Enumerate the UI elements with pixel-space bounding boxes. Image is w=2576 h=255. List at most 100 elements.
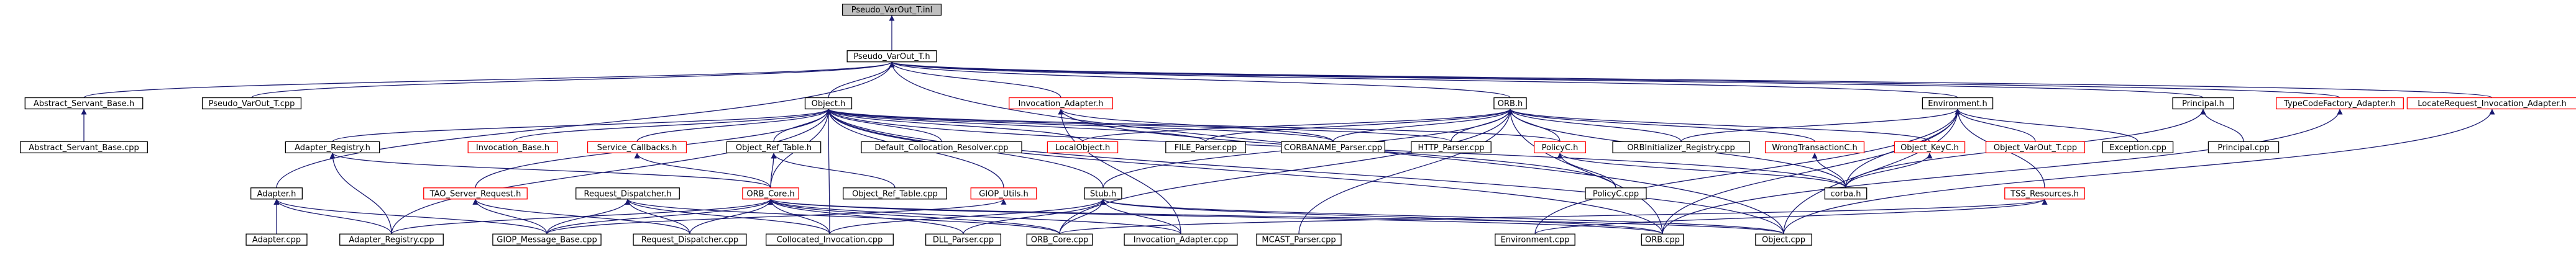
node-abstract-servant-base-cpp[interactable]: Abstract_Servant_Base.cpp bbox=[20, 141, 148, 154]
node-collocated-invocation-cpp[interactable]: Collocated_Invocation.cpp bbox=[766, 233, 894, 246]
node-object-ref-table-cpp[interactable]: Object_Ref_Table.cpp bbox=[843, 187, 947, 200]
node-request-dispatcher-h[interactable]: Request_Dispatcher.h bbox=[575, 187, 680, 200]
edge-orb_core_h-to-adapter_registry_h bbox=[329, 152, 771, 189]
node-invocation-adapter-h[interactable]: Invocation_Adapter.h bbox=[1009, 97, 1113, 110]
node-label: Object_VarOut_T.cpp bbox=[1994, 143, 2077, 153]
node-object-cpp[interactable]: Object.cpp bbox=[1755, 233, 1812, 246]
edge-corbaname_parser_cpp-to-object_h bbox=[825, 108, 1334, 142]
node-typecodefactory-adapter-h[interactable]: TypeCodeFactory_Adapter.h bbox=[2276, 97, 2404, 110]
node-locaterequest-invocation-adapter-h[interactable]: LocateRequest_Invocation_Adapter.h bbox=[2406, 97, 2576, 110]
node-adapter-registry-cpp[interactable]: Adapter_Registry.cpp bbox=[339, 233, 444, 246]
edge-principal_h-to-vot_h bbox=[889, 61, 2204, 99]
node-box bbox=[861, 141, 1022, 154]
node-label: Abstract_Servant_Base.h bbox=[34, 99, 134, 109]
node-adapter-h[interactable]: Adapter.h bbox=[250, 187, 303, 200]
node-orb-h[interactable]: ORB.h bbox=[1493, 97, 1527, 110]
node-abstract-servant-base-h[interactable]: Abstract_Servant_Base.h bbox=[24, 97, 144, 110]
node-label: Adapter_Registry.cpp bbox=[349, 236, 434, 245]
node-object-ref-table-h[interactable]: Object_Ref_Table.h bbox=[726, 141, 822, 154]
edge-file_parser_cpp-to-orb_h bbox=[1205, 108, 1513, 142]
node-box bbox=[1493, 97, 1527, 110]
node-http-parser-cpp[interactable]: HTTP_Parser.cpp bbox=[1411, 141, 1492, 154]
node-principal-cpp[interactable]: Principal.cpp bbox=[2207, 141, 2280, 154]
node-box bbox=[467, 141, 558, 154]
node-policyc-cpp[interactable]: PolicyC.cpp bbox=[1585, 187, 1647, 200]
node-box bbox=[766, 233, 894, 246]
node-localobject-h[interactable]: LocalObject.h bbox=[1047, 141, 1119, 154]
node-label: TAO_Server_Request.h bbox=[429, 189, 521, 199]
node-orb-core-h[interactable]: ORB_Core.h bbox=[742, 187, 799, 200]
edge-collocated_invocation_cpp-to-object_h bbox=[825, 109, 832, 235]
edge-adapter_registry_cpp-to-adapter_registry_h bbox=[329, 153, 392, 235]
node-invocation-base-h[interactable]: Invocation_Base.h bbox=[467, 141, 558, 154]
edge-adapter_registry_cpp-to-object_h bbox=[391, 109, 832, 235]
node-environment-cpp[interactable]: Environment.cpp bbox=[1495, 233, 1575, 246]
node-tao-server-request-h[interactable]: TAO_Server_Request.h bbox=[423, 187, 528, 200]
node-box bbox=[1411, 141, 1492, 154]
edge-object_cpp-to-lri_adapter_h bbox=[1783, 109, 2495, 235]
node-box bbox=[1165, 141, 1246, 154]
node-label: Request_Dispatcher.h bbox=[584, 189, 672, 199]
node-box bbox=[1641, 233, 1684, 246]
node-box bbox=[1585, 187, 1647, 200]
node-pseudo-varout-t-cpp[interactable]: Pseudo_VarOut_T.cpp bbox=[201, 97, 302, 110]
node-label: PolicyC.h bbox=[1542, 143, 1579, 153]
node-service-callbacks-h[interactable]: Service_Callbacks.h bbox=[587, 141, 687, 154]
node-dll-parser-cpp[interactable]: DLL_Parser.cpp bbox=[925, 233, 1002, 246]
node-label: GIOP_Message_Base.cpp bbox=[497, 236, 597, 245]
node-tss-resources-h[interactable]: TSS_Resources.h bbox=[2004, 187, 2085, 200]
node-invocation-adapter-cpp[interactable]: Invocation_Adapter.cpp bbox=[1124, 233, 1238, 246]
node-object-keyc-h[interactable]: Object_KeyC.h bbox=[1894, 141, 1966, 154]
node-label: Environment.h bbox=[1928, 99, 1987, 109]
node-corba-h[interactable]: corba.h bbox=[1824, 187, 1868, 200]
node-orb-core-cpp[interactable]: ORB_Core.cpp bbox=[1026, 233, 1093, 246]
node-giop-message-base-cpp[interactable]: GIOP_Message_Base.cpp bbox=[492, 233, 602, 246]
edge-invocation_adapter_cpp-to-stub_h bbox=[1100, 199, 1181, 235]
node-adapter-cpp[interactable]: Adapter.cpp bbox=[245, 233, 308, 246]
node-object-varout-t-cpp[interactable]: Object_VarOut_T.cpp bbox=[1985, 141, 2086, 154]
edge-orb_core_cpp-to-request_dispatcher_h bbox=[625, 199, 1060, 235]
edge-tcf_adapter_h-to-vot_h bbox=[889, 61, 2340, 99]
node-label: Object.h bbox=[812, 99, 846, 109]
edge-lri_adapter_h-to-vot_h bbox=[889, 61, 2493, 99]
node-label: ORB.h bbox=[1498, 99, 1523, 109]
edge-environment_cpp-to-tss_resources_h bbox=[1534, 199, 2048, 235]
edge-wrongtransactionc_h-to-orb_h bbox=[1507, 108, 1815, 142]
node-label: Object_Ref_Table.h bbox=[736, 143, 812, 153]
node-adapter-registry-h[interactable]: Adapter_Registry.h bbox=[285, 141, 380, 154]
edge-orb_cpp-to-stub_h bbox=[1100, 199, 1663, 235]
edge-object_ref_table_cpp-to-object_ref_table_h bbox=[771, 153, 896, 188]
node-environment-h[interactable]: Environment.h bbox=[1922, 97, 1994, 110]
node-request-dispatcher-cpp[interactable]: Request_Dispatcher.cpp bbox=[633, 233, 747, 246]
node-default-collocation-resolver-cpp[interactable]: Default_Collocation_Resolver.cpp bbox=[861, 141, 1022, 154]
edge-giop_message_base_cpp-to-orb_core_h bbox=[546, 199, 774, 235]
node-label: Exception.cpp bbox=[2109, 143, 2166, 153]
edge-object_cpp-to-object_h bbox=[825, 109, 1784, 235]
node-exception-cpp[interactable]: Exception.cpp bbox=[2102, 141, 2174, 154]
node-label: TSS_Resources.h bbox=[2010, 189, 2079, 199]
edge-object_cpp-to-stub_h bbox=[1100, 199, 1784, 235]
node-label: Object_Ref_Table.cpp bbox=[852, 189, 938, 199]
node-pseudo-varout-t-h[interactable]: Pseudo_VarOut_T.h bbox=[846, 50, 937, 63]
edge-object_cpp-to-orb_core_h bbox=[768, 199, 1784, 235]
node-object-h[interactable]: Object.h bbox=[804, 97, 853, 110]
node-label: Collocated_Invocation.cpp bbox=[777, 236, 883, 245]
node-box bbox=[841, 3, 942, 16]
node-box bbox=[1495, 233, 1575, 246]
edge-orb_cpp-to-tcf_adapter_h bbox=[1662, 109, 2343, 235]
edge-default_collocation_cpp-to-object_h bbox=[825, 109, 942, 142]
edge-exception_cpp-to-environment_h bbox=[1955, 109, 2138, 142]
node-box bbox=[201, 97, 302, 110]
node-orbinitializer-registry-cpp[interactable]: ORBInitializer_Registry.cpp bbox=[1612, 141, 1750, 154]
node-stub-h[interactable]: Stub.h bbox=[1084, 187, 1122, 200]
node-wrongtransactionc-h[interactable]: WrongTransactionC.h bbox=[1764, 141, 1865, 154]
node-box bbox=[1824, 187, 1868, 200]
node-policyc-h[interactable]: PolicyC.h bbox=[1534, 141, 1586, 154]
node-corbaname-parser-cpp[interactable]: CORBANAME_Parser.cpp bbox=[1281, 141, 1385, 154]
node-giop-utils-h[interactable]: GIOP_Utils.h bbox=[970, 187, 1037, 200]
node-label: MCAST_Parser.cpp bbox=[1262, 236, 1336, 245]
node-orb-cpp[interactable]: ORB.cpp bbox=[1641, 233, 1684, 246]
node-principal-h[interactable]: Principal.h bbox=[2172, 97, 2234, 110]
node-mcast-parser-cpp[interactable]: MCAST_Parser.cpp bbox=[1256, 233, 1342, 246]
node-file-parser-cpp[interactable]: FILE_Parser.cpp bbox=[1165, 141, 1246, 154]
